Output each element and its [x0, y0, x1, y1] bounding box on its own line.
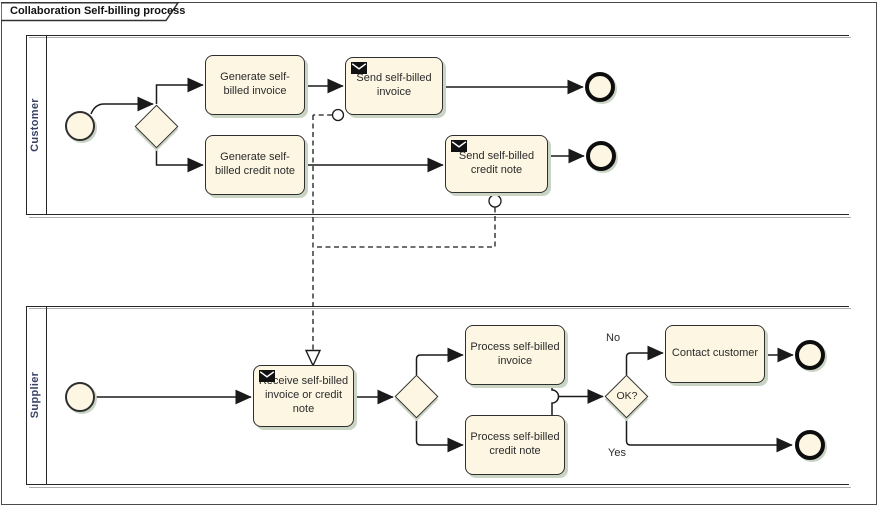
message-flow-source-circle-credit-note	[488, 194, 502, 208]
flow-label-yes: Yes	[608, 447, 626, 459]
task-process-self-billed-credit-note: Process self-billed credit note	[465, 415, 565, 475]
end-event-processed	[795, 430, 825, 460]
envelope-icon	[351, 62, 367, 74]
message-flow-from-send-credit-note	[314, 207, 496, 248]
sequence-flow-gateway-to-process-credit-note	[415, 418, 464, 453]
task-process-self-billed-invoice: Process self-billed invoice	[465, 325, 565, 385]
end-event-credit-note-sent	[586, 141, 616, 171]
task-label: Generate self-billed invoice	[220, 71, 290, 97]
task-label: Receive self-billed invoice or credit no…	[258, 375, 349, 415]
task-send-self-billed-invoice: Send self-billed invoice	[345, 57, 443, 115]
task-generate-self-billed-invoice: Generate self-billed invoice	[205, 55, 305, 115]
sequence-flow-process-merge	[551, 385, 560, 415]
pool-supplier-band-divider	[46, 307, 47, 484]
flow-label-no: No	[606, 332, 621, 344]
sequence-flow-decision-no-to-contact	[625, 345, 664, 375]
task-label: Contact customer	[671, 347, 759, 360]
sequence-flow-gateway-to-process-invoice	[415, 347, 464, 375]
envelope-icon	[451, 140, 467, 152]
sequence-flow-start-to-gateway	[90, 96, 154, 115]
task-contact-customer: Contact customer	[665, 325, 765, 383]
message-flow-source-circle-invoice	[331, 108, 345, 122]
pool-customer: Customer	[26, 35, 851, 218]
title-tab-shape	[1, 2, 180, 22]
end-event-contacted	[795, 340, 825, 370]
task-label: Generate self-billed credit note	[214, 151, 296, 177]
frame-title-tab	[1, 2, 180, 22]
end-event-invoice-sent	[585, 72, 615, 102]
pool-customer-band-divider	[46, 36, 47, 214]
task-send-self-billed-credit-note: Send self-billed credit note	[445, 135, 548, 193]
message-flow-open-arrowhead	[304, 349, 322, 368]
task-label: Process self-billed credit note	[470, 431, 560, 457]
task-receive-self-billed-invoice-or-credit-note: Receive self-billed invoice or credit no…	[253, 365, 354, 427]
start-event-customer	[65, 111, 95, 141]
task-label: Send self-billed invoice	[356, 72, 432, 98]
sequence-flow-gateway-to-generate-invoice	[155, 77, 204, 104]
task-label: Send self-billed credit note	[458, 150, 535, 176]
sequence-flow-decision-yes-to-end	[625, 418, 793, 453]
sequence-flow-gateway-to-generate-credit-note	[155, 148, 204, 173]
envelope-icon	[259, 370, 275, 382]
gateway-decision-label: OK?	[616, 390, 638, 402]
diagram-title: Collaboration Self-billing process	[10, 5, 186, 17]
task-generate-self-billed-credit-note: Generate self-billed credit note	[205, 135, 305, 195]
pool-supplier: Supplier	[26, 306, 851, 488]
task-label: Process self-billed invoice	[470, 341, 560, 367]
start-event-supplier	[65, 382, 95, 412]
